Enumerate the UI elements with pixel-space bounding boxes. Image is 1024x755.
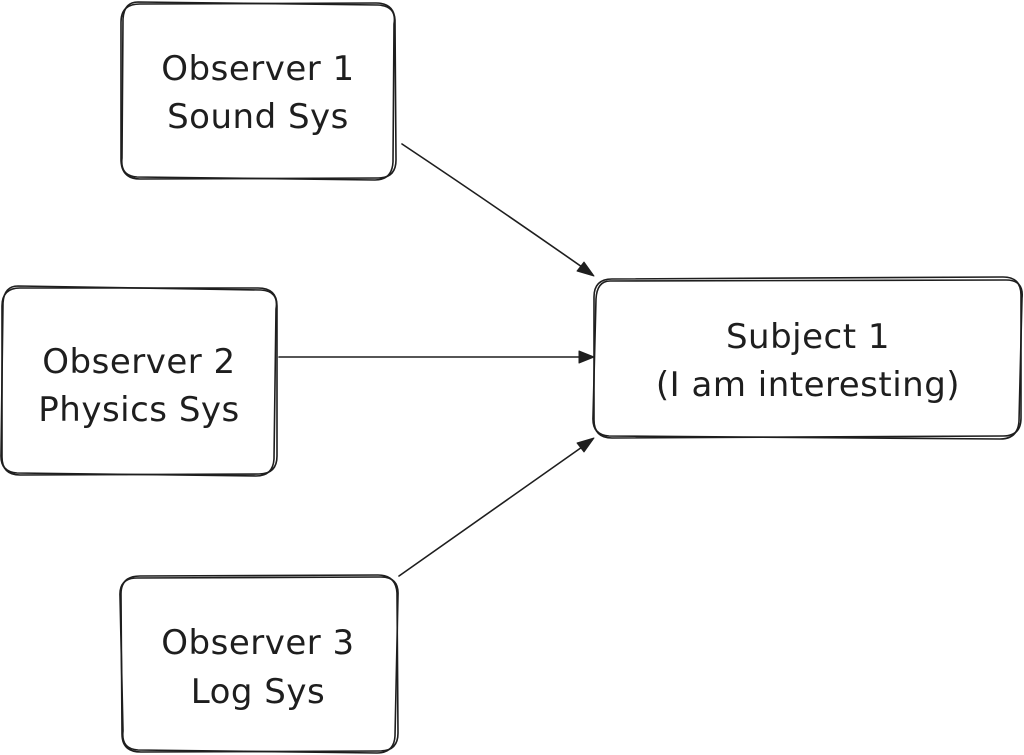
node-subject-1-line-2: (I am interesting): [656, 365, 960, 405]
node-observer-2-line-2: Physics Sys: [38, 390, 239, 430]
arrowhead-icon: [576, 437, 595, 453]
node-observer-1[interactable]: Observer 1 Sound Sys: [120, 1, 397, 181]
node-observer-2-line-1: Observer 2: [42, 342, 235, 382]
node-observer-3-line-1: Observer 3: [161, 623, 354, 663]
node-observer-1-line-2: Sound Sys: [167, 97, 349, 137]
node-observer-1-line-1: Observer 1: [161, 49, 354, 89]
edge-observer-1-to-subject-1: [401, 143, 595, 277]
node-subject-1[interactable]: Subject 1 (I am interesting): [592, 276, 1023, 440]
node-observer-2[interactable]: Observer 2 Physics Sys: [0, 285, 278, 477]
edges: [278, 143, 595, 577]
edge-observer-2-to-subject-1: [278, 350, 595, 364]
node-subject-1-line-1: Subject 1: [726, 317, 890, 357]
node-observer-3[interactable]: Observer 3 Log Sys: [119, 574, 399, 754]
arrowhead-icon: [576, 261, 595, 277]
edge-observer-3-to-subject-1: [398, 437, 595, 577]
arrowhead-icon: [578, 350, 595, 364]
node-observer-3-line-2: Log Sys: [191, 672, 325, 712]
